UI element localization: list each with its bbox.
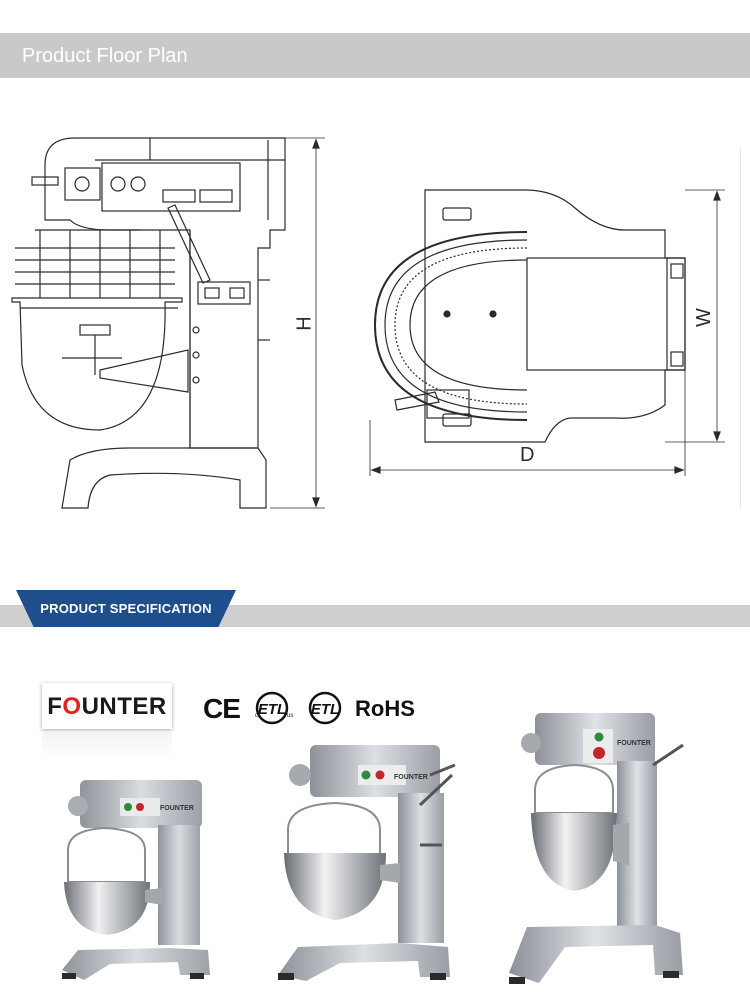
height-dimension-label: H xyxy=(293,316,316,331)
brand-name: FOUNTER xyxy=(42,693,172,721)
etl-us-text: ETL xyxy=(258,701,286,718)
brand-reflection xyxy=(42,733,172,759)
mixer-photo-small: FOUNTER xyxy=(62,780,210,980)
product-label-2: FOUNTER xyxy=(394,774,428,781)
floor-plan-title: Product Floor Plan xyxy=(22,45,188,67)
depth-dimension-label: D xyxy=(520,444,535,466)
page-edge-line xyxy=(740,148,741,508)
mixer-photo-large: FOUNTER xyxy=(509,713,684,984)
product-label-1: FOUNTER xyxy=(160,805,194,812)
spec-title: PRODUCT SPECIFICATION xyxy=(40,601,212,616)
etl-text: ETL xyxy=(311,701,339,718)
spec-tab: PRODUCT SPECIFICATION xyxy=(16,590,236,627)
svg-text:c: c xyxy=(255,713,258,719)
etl-us-mark: ETL c us xyxy=(255,691,293,725)
floor-plan-header: Product Floor Plan xyxy=(0,33,750,78)
mixer-photo-medium: FOUNTER xyxy=(278,745,456,981)
brand-suffix: UNTER xyxy=(81,693,167,720)
brand-logo: FOUNTER xyxy=(42,683,172,729)
product-label-3: FOUNTER xyxy=(617,740,651,747)
top-view-drawing xyxy=(369,189,725,476)
brand-prefix: F xyxy=(47,693,63,720)
width-dimension-label: W xyxy=(692,308,715,327)
etl-mark: ETL xyxy=(308,691,342,725)
side-view-drawing xyxy=(11,137,325,509)
svg-text:us: us xyxy=(287,713,293,719)
brand-accent: O xyxy=(62,693,82,720)
rohs-mark: RoHS xyxy=(355,696,415,721)
ce-mark: CE xyxy=(203,693,241,724)
